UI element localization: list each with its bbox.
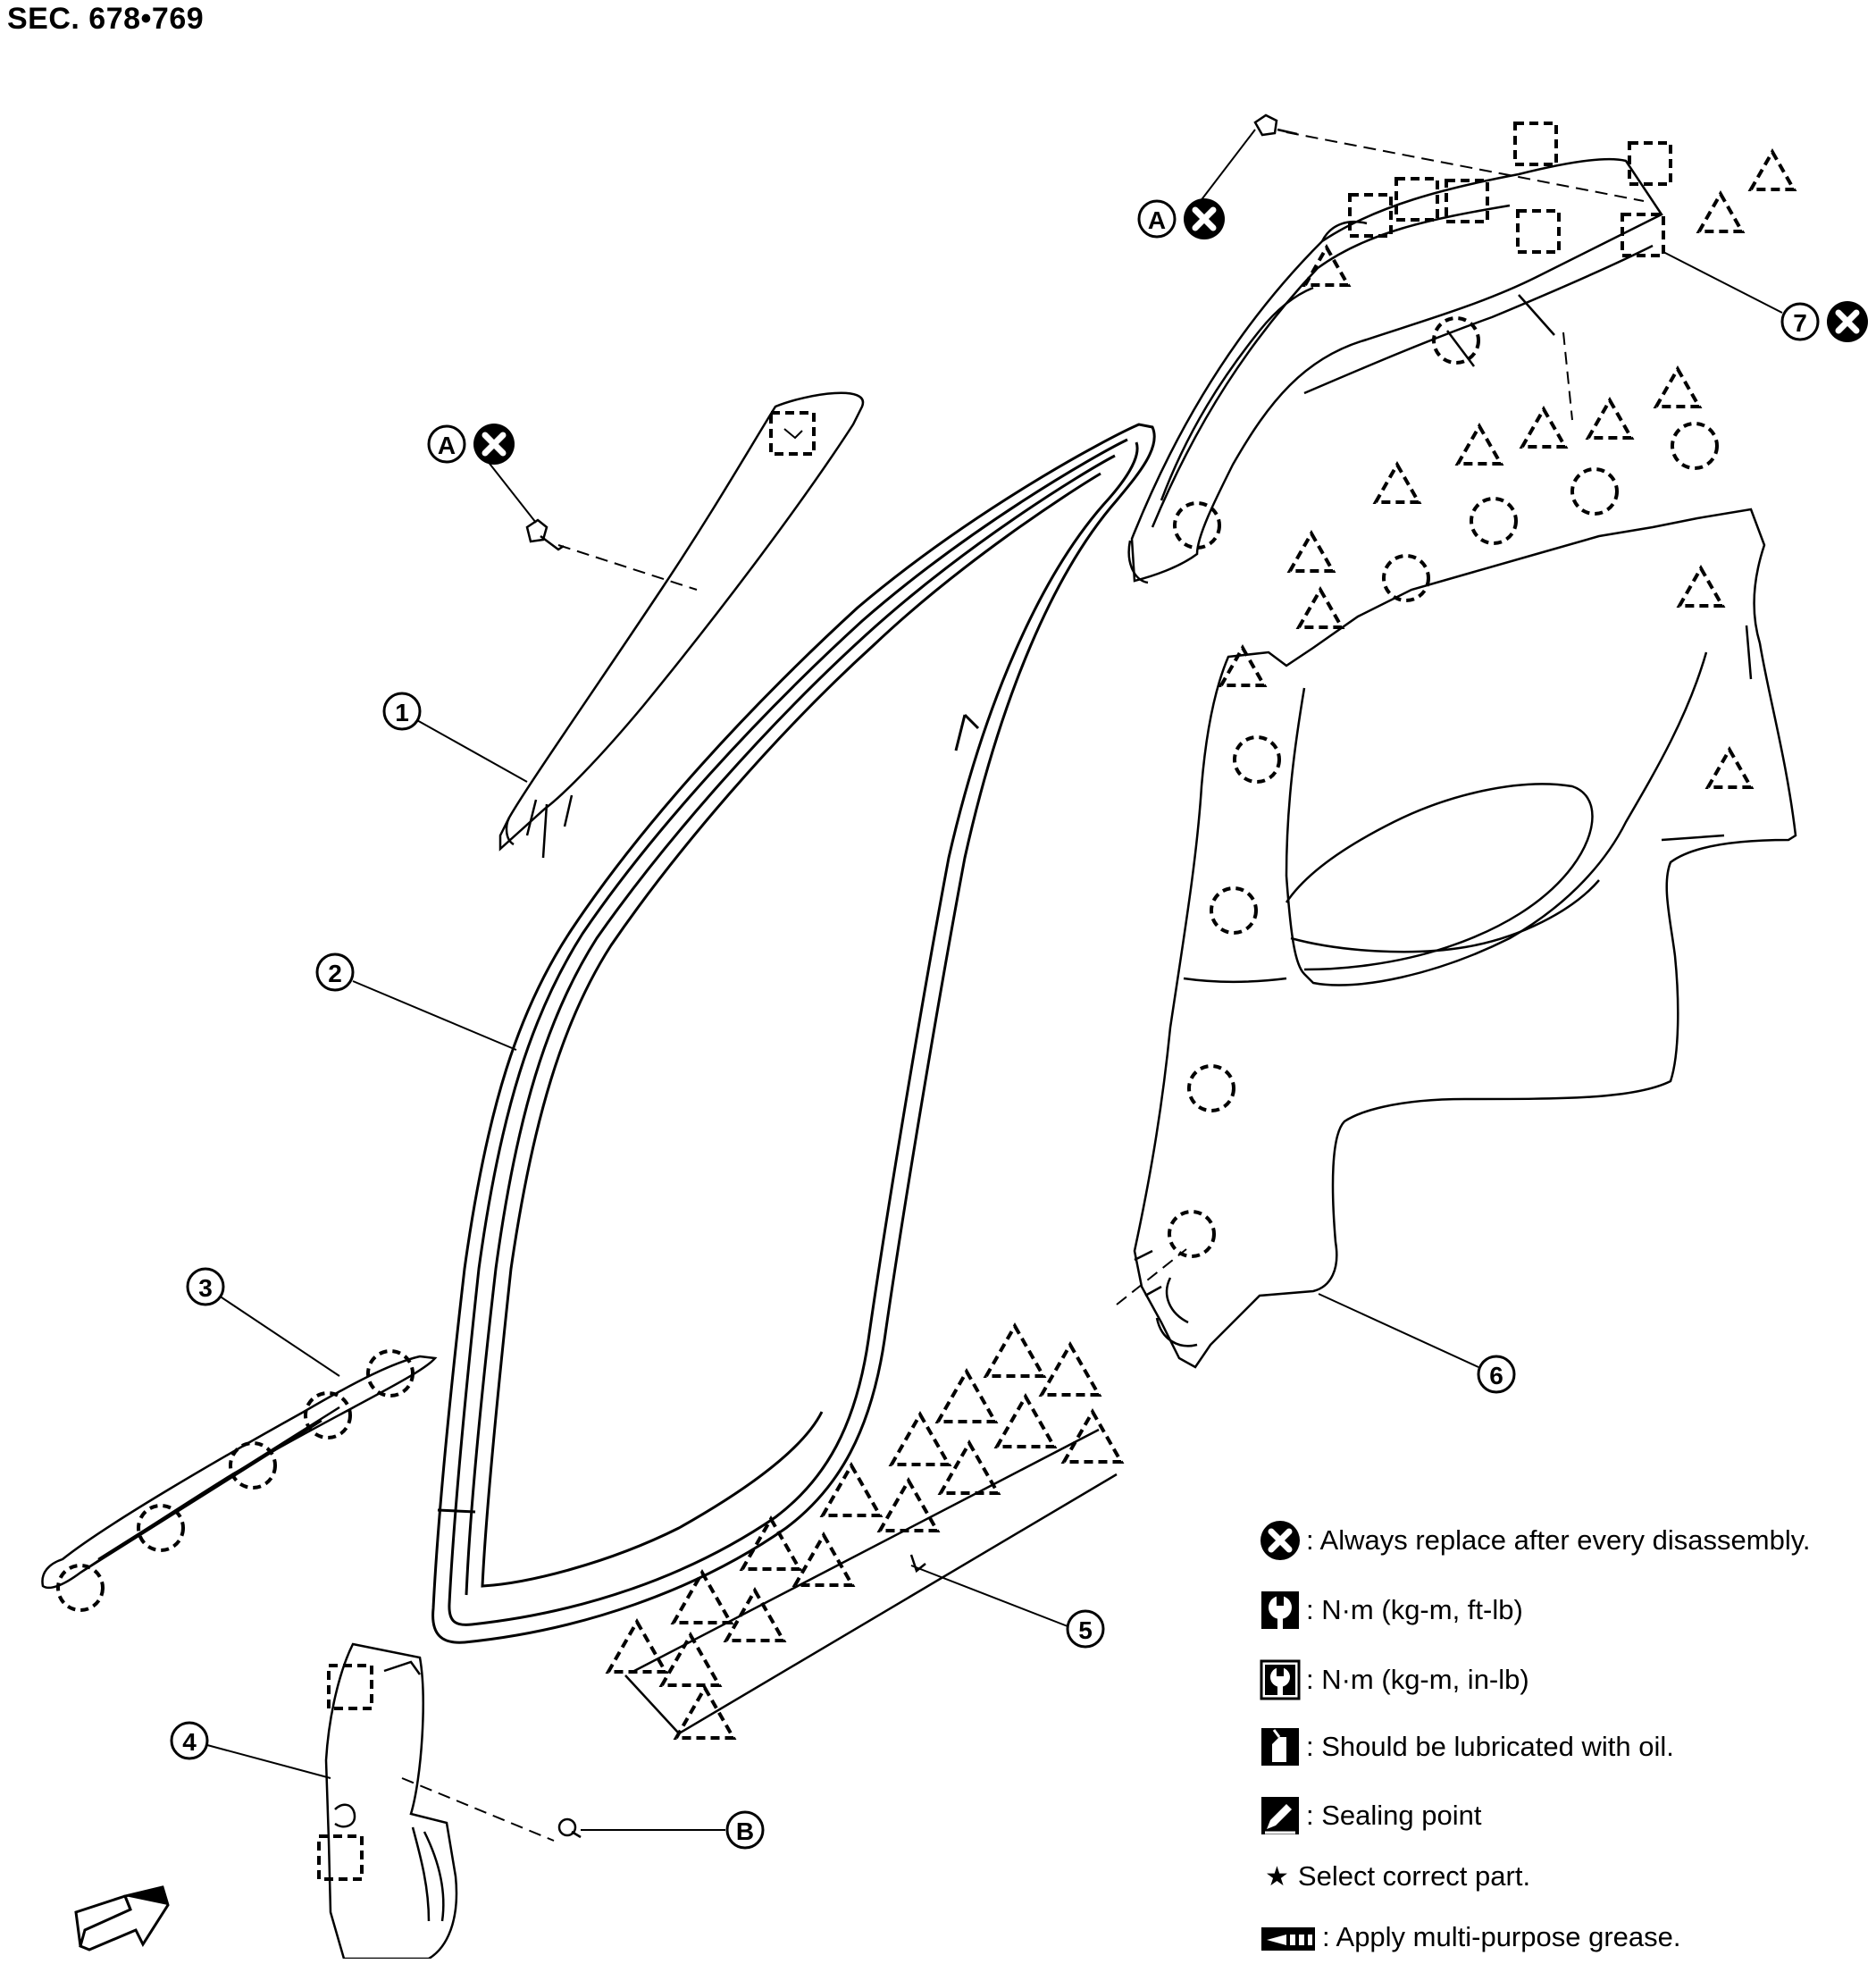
legend-oil: : Should be lubricated with oil.	[1260, 1720, 1674, 1774]
clip-a-upper	[1253, 113, 1298, 137]
callout-number: 6	[1489, 1362, 1503, 1389]
callout-6: 6	[1477, 1355, 1516, 1394]
replace-x-icon	[1260, 1520, 1301, 1561]
body-side-weatherstrip	[431, 423, 1156, 1644]
front-pillar-garnish	[498, 391, 865, 859]
callout-5: 5	[1066, 1609, 1105, 1649]
callout-number: 4	[182, 1728, 197, 1756]
callout-b: B	[725, 1810, 765, 1850]
replace-x-icon	[1184, 198, 1225, 239]
callout-letter: A	[438, 432, 456, 459]
clip-circles-part7	[1173, 316, 1480, 550]
grease-icon	[1260, 1917, 1317, 1958]
callout-a-left: A	[427, 424, 466, 464]
screw-b	[557, 1817, 582, 1839]
callout-number: 7	[1793, 309, 1807, 337]
legend-torque-inlb: : N·m (kg-m, in-lb)	[1260, 1653, 1529, 1707]
front-direction-arrow-icon	[74, 1885, 170, 1951]
clip-a-left	[525, 518, 565, 551]
section-label: SEC. 678•769	[7, 2, 205, 36]
clip-squares-part7	[1348, 122, 1672, 257]
dash-side-finisher	[624, 1428, 1118, 1735]
clip-marker	[327, 1664, 373, 1710]
callout-7: 7	[1780, 302, 1820, 341]
oil-can-icon	[1260, 1726, 1301, 1767]
callout-2: 2	[315, 953, 355, 992]
legend-grease-text: : Apply multi-purpose grease.	[1322, 1921, 1681, 1952]
sealing-point-icon	[1260, 1795, 1301, 1836]
legend-oil-text: : Should be lubricated with oil.	[1306, 1731, 1674, 1762]
clip-circles-part6	[1168, 422, 1719, 1258]
callout-number: 5	[1078, 1616, 1093, 1644]
star-icon: ★	[1265, 1861, 1289, 1892]
legend-sealing-text: : Sealing point	[1306, 1800, 1482, 1831]
clip-triangles-part7	[1302, 147, 1797, 287]
clip-triangles-part6	[1218, 365, 1755, 789]
rear-pillar-finisher	[1127, 157, 1663, 584]
legend-select-text: Select correct part.	[1297, 1860, 1531, 1892]
replace-x-icon	[1827, 301, 1868, 342]
callout-3: 3	[186, 1267, 225, 1306]
legend-sealing: : Sealing point	[1260, 1789, 1481, 1842]
callout-number: 1	[395, 699, 409, 726]
legend-replace-text: : Always replace after every disassembly…	[1306, 1524, 1811, 1556]
callout-number: 3	[198, 1274, 213, 1302]
callout-a-upper: A	[1137, 199, 1177, 239]
clip-marker	[769, 411, 816, 456]
replace-x-icon	[473, 424, 515, 465]
legend-torque-ftlb: : N·m (kg-m, ft-lb)	[1260, 1583, 1523, 1637]
legend-torque-inlb-text: : N·m (kg-m, in-lb)	[1306, 1664, 1529, 1695]
legend-torque-ftlb-text: : N·m (kg-m, ft-lb)	[1306, 1594, 1523, 1625]
clip-triangles-part5	[605, 1322, 1125, 1740]
clip-marker	[317, 1834, 364, 1881]
legend-select: ★ Select correct part.	[1260, 1850, 1530, 1903]
callout-1: 1	[382, 692, 422, 731]
torque-wrench-small-icon	[1260, 1659, 1301, 1700]
clip-circles-part3	[56, 1349, 415, 1612]
kicking-plate	[41, 1355, 438, 1590]
legend-grease: : Apply multi-purpose grease.	[1260, 1910, 1681, 1964]
torque-wrench-icon	[1260, 1590, 1301, 1631]
center-pillar-lower-garnish	[324, 1642, 458, 1959]
rear-side-trim	[1133, 508, 1797, 1369]
callout-letter: A	[1148, 206, 1166, 234]
callout-number: 2	[328, 960, 342, 987]
callout-letter: B	[736, 1817, 754, 1845]
callout-4: 4	[170, 1721, 209, 1760]
legend-replace: : Always replace after every disassembly…	[1260, 1514, 1811, 1567]
